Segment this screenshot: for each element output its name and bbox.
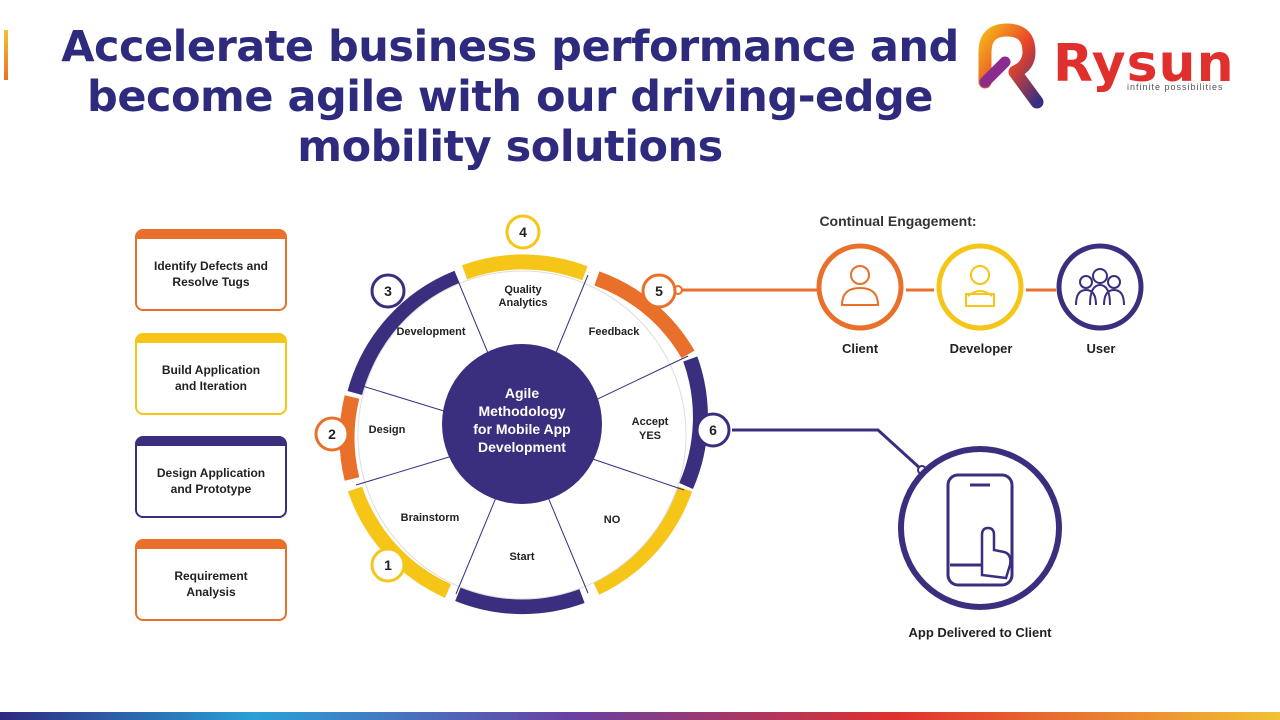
step-number: 1 bbox=[384, 557, 392, 573]
tap-hand-icon bbox=[980, 526, 1012, 580]
logo-tagline: infinite possibilities bbox=[1127, 82, 1224, 92]
title-line-1: Accelerate business performance and bbox=[61, 22, 959, 72]
step-number: 2 bbox=[328, 426, 336, 442]
segment-label-start: Start bbox=[509, 551, 534, 563]
segment-label-development: Development bbox=[396, 326, 465, 338]
step-number: 3 bbox=[384, 283, 392, 299]
logo-mark-icon bbox=[978, 23, 1044, 109]
segment-label-design: Design bbox=[369, 424, 406, 436]
arc-feedback bbox=[594, 271, 695, 359]
center-text-line: Agile bbox=[505, 385, 539, 401]
arc-no bbox=[592, 486, 693, 595]
connector-delivery bbox=[732, 428, 924, 472]
step-number: 6 bbox=[709, 422, 717, 438]
page-title: Accelerate business performance and beco… bbox=[60, 22, 960, 172]
user-circle bbox=[1056, 243, 1144, 331]
step-badge bbox=[370, 273, 406, 309]
side-step-label: Identify Defects and Resolve Tugs bbox=[153, 259, 269, 289]
side-step-label: Design Application and Prototype bbox=[156, 466, 266, 496]
side-step-label: Build Application and Iteration bbox=[161, 363, 261, 393]
arc-start bbox=[455, 587, 585, 615]
step-number: 4 bbox=[519, 224, 527, 240]
step-badge bbox=[695, 412, 731, 448]
role-label-user: User bbox=[1087, 341, 1116, 356]
segment-label-no: NO bbox=[604, 514, 621, 526]
role-label-developer: Developer bbox=[950, 341, 1013, 356]
left-accent-bar bbox=[4, 30, 8, 80]
segment-label-brainstorm: Brainstorm bbox=[401, 512, 460, 524]
center-text-line: for Mobile App bbox=[473, 421, 570, 437]
role-label-client: Client bbox=[842, 341, 879, 356]
developer-icon bbox=[965, 265, 995, 307]
center-text-line: Methodology bbox=[478, 403, 565, 419]
logo-wordmark: Rysun bbox=[1053, 34, 1235, 94]
delivery-circle bbox=[898, 446, 1062, 610]
delivery-label: App Delivered to Client bbox=[908, 625, 1052, 640]
arc-development bbox=[347, 270, 461, 396]
client-icon bbox=[840, 265, 880, 306]
step-badge bbox=[641, 273, 677, 309]
step-badge bbox=[314, 416, 350, 452]
title-line-3: mobility solutions bbox=[297, 122, 723, 172]
engagement-heading: Continual Engagement: bbox=[819, 213, 976, 229]
step-badge bbox=[370, 547, 406, 583]
developer-circle bbox=[936, 243, 1024, 331]
footer-gradient-bar bbox=[0, 712, 1280, 720]
segment-label-feedback: Feedback bbox=[589, 326, 641, 338]
center-text-line: Development bbox=[478, 439, 566, 455]
step-badge bbox=[505, 214, 541, 250]
users-group-icon bbox=[1075, 268, 1125, 306]
side-step-label: Requirement Analysis bbox=[174, 569, 248, 599]
arc-quality bbox=[462, 254, 588, 281]
title-line-2: become agile with our driving-edge bbox=[87, 72, 933, 122]
side-step-box: Design Application and Prototype bbox=[135, 436, 287, 518]
side-step-box: Requirement Analysis bbox=[135, 539, 287, 621]
side-step-box: Build Application and Iteration bbox=[135, 333, 287, 415]
company-logo: Rysun infinite possibilities bbox=[975, 22, 1235, 112]
wheel-center bbox=[442, 344, 602, 504]
step-number: 5 bbox=[655, 283, 663, 299]
side-step-box: Identify Defects and Resolve Tugs bbox=[135, 229, 287, 311]
